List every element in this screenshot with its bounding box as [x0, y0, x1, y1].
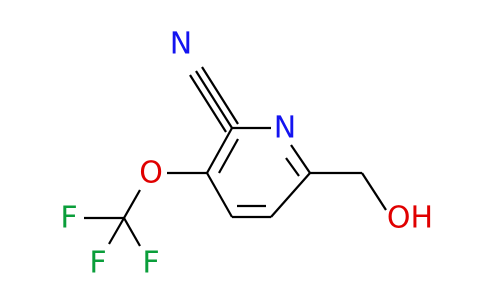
- fluorine-left-label: F: [60, 201, 77, 236]
- bond-c4-c3: [206, 172, 233, 218]
- nitrile-nitrogen-label: N: [170, 27, 192, 62]
- bond-c6-c5: [270, 172, 311, 218]
- fluorine-right-label: F: [142, 246, 159, 281]
- bond-nitrile-1: [195, 70, 233, 129]
- bond-nitrile-2: [189, 74, 227, 133]
- bond-c-f-bottom: [108, 217, 125, 245]
- bond-c3-c2-inner: [218, 138, 239, 174]
- atom-labels: N N O OH F F F: [60, 27, 433, 281]
- bond-n1-c6-inner: [285, 157, 300, 177]
- bond-nitrile-3: [201, 66, 239, 125]
- bond-n1-c6: [290, 144, 311, 174]
- fluorine-bottom-label: F: [89, 246, 106, 281]
- ring-nitrogen-label: N: [274, 111, 296, 146]
- bond-ch2-oh: [361, 172, 387, 211]
- bond-c3-c2: [206, 127, 233, 174]
- bond-o-cf3: [123, 189, 141, 219]
- ether-oxygen-label: O: [139, 156, 163, 191]
- bond-c-f-right: [123, 217, 141, 247]
- bonds: [84, 66, 387, 247]
- hydroxyl-label: OH: [387, 201, 433, 236]
